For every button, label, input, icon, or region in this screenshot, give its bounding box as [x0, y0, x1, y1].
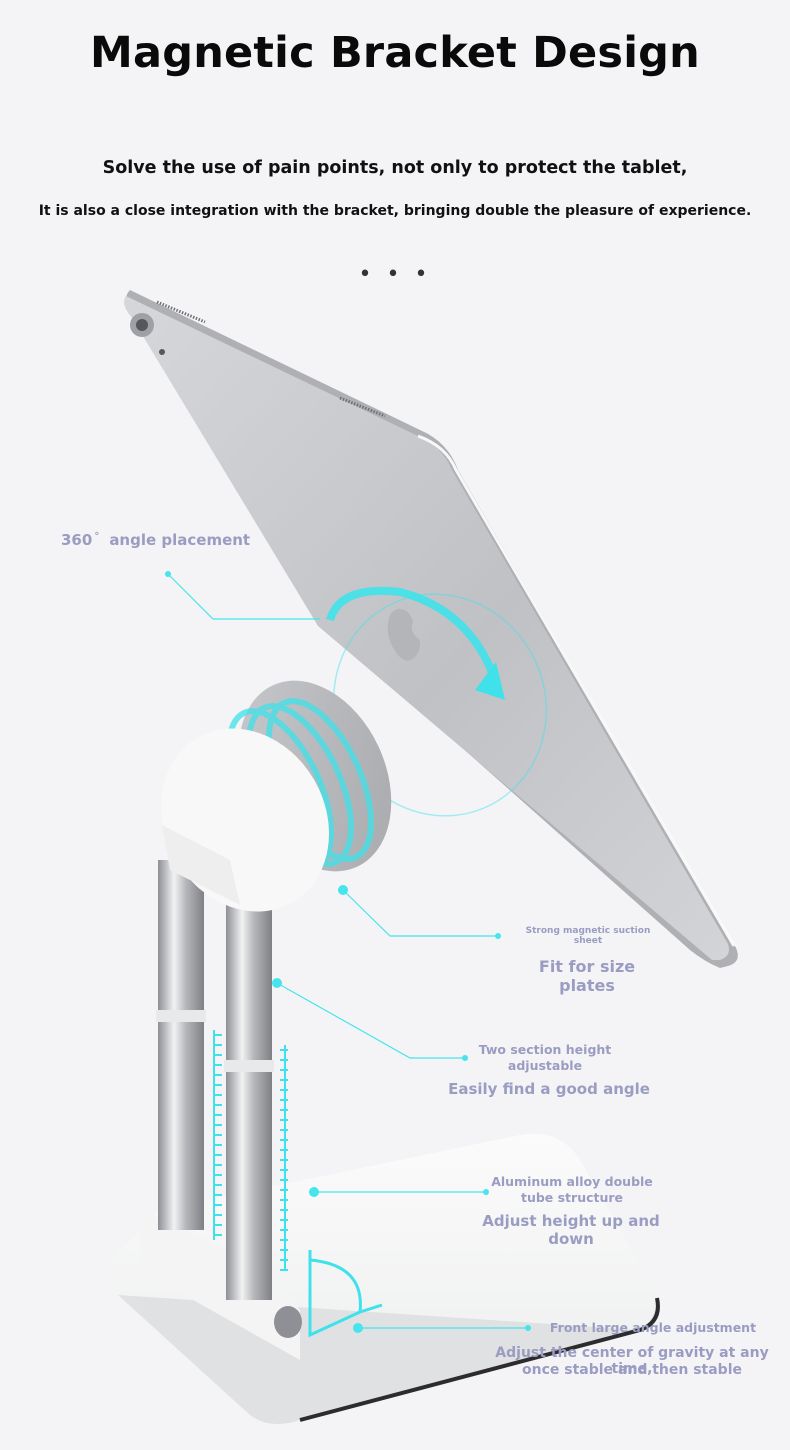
- angle-placement-label: 360°angle placement: [61, 531, 251, 549]
- support-poles: [156, 860, 274, 1300]
- page-title: Magnetic Bracket Design: [90, 28, 700, 78]
- magnetic-callout-main: Fit for size plates: [538, 957, 636, 995]
- stand-head: [160, 728, 330, 912]
- ellipsis-divider: • • •: [358, 262, 432, 287]
- front-callout-main-1: Adjust the center of gravity at any time…: [495, 1345, 769, 1377]
- subtitle-line-1: Solve the use of pain points, not only t…: [102, 158, 688, 178]
- rotation-arrow-icon: [326, 586, 548, 817]
- subtitle-line-2: It is also a close integration with the …: [38, 203, 752, 219]
- tube-callout-main: Adjust height up and down: [482, 1212, 660, 1248]
- height-callout-small-1: Two section height: [478, 1042, 612, 1057]
- tablet: [124, 290, 738, 968]
- front-callout-main-2: once stable and then stable: [521, 1362, 742, 1378]
- callout-dots: [165, 571, 531, 1333]
- height-callout-main: Easily find a good angle: [448, 1080, 650, 1098]
- front-callout-small: Front large angle adjustment: [549, 1320, 757, 1335]
- tube-callout-small-2: tube structure: [520, 1190, 624, 1205]
- callout-lines: [167, 573, 528, 1329]
- height-callout-small-2: adjustable: [507, 1058, 583, 1073]
- magnetic-callout-small: Strong magnetic suction sheet: [525, 926, 651, 946]
- angle-indicator-icon: [308, 1250, 383, 1338]
- apple-logo-icon: [387, 609, 421, 661]
- tube-callout-small-1: Aluminum alloy double: [491, 1174, 653, 1189]
